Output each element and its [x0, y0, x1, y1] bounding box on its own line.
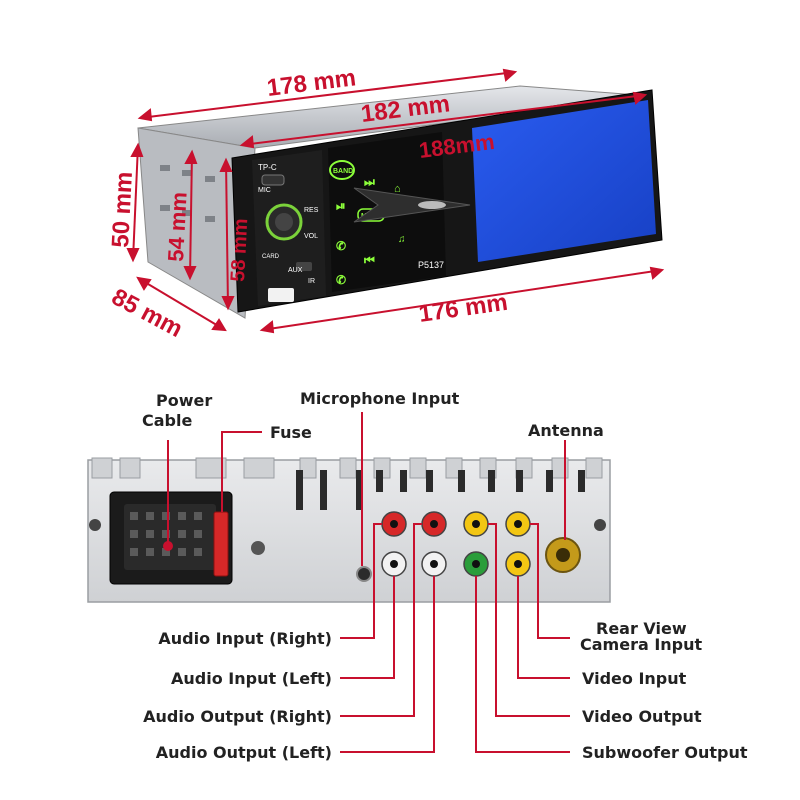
model-label: P5137 — [418, 260, 444, 270]
label-vol: VOL — [304, 233, 318, 240]
label-fuse: Fuse — [270, 423, 312, 442]
dimension-lines — [126, 68, 665, 334]
screen — [472, 100, 656, 262]
knob-center — [275, 213, 293, 231]
label-card: CARD — [262, 254, 280, 260]
screw-hole-left — [89, 519, 101, 531]
band-label: BAND — [333, 168, 353, 175]
rca-pin — [514, 560, 522, 568]
label-video-output: Video Output — [582, 707, 702, 726]
dim-body-width: 178 mm — [265, 64, 357, 102]
aux-jack[interactable] — [296, 262, 312, 271]
label-audio-output-right: Audio Output (Right) — [143, 707, 332, 726]
power-connector-pins — [130, 512, 202, 556]
dim-body-height: 50 mm — [107, 171, 138, 248]
dim-panel-height: 54 mm — [163, 191, 192, 262]
home-icon[interactable]: ⌂ — [394, 183, 401, 195]
phone-icon[interactable]: ✆ — [336, 239, 346, 253]
microphone-jack[interactable] — [356, 566, 372, 582]
rca-pin — [472, 560, 480, 568]
label-rear-view: Rear View — [596, 619, 687, 638]
rca-jacks — [381, 511, 531, 577]
label-cable: Cable — [142, 411, 192, 430]
rca-pin — [390, 520, 398, 528]
label-audio-input-right: Audio Input (Right) — [158, 629, 332, 648]
rca-pin — [390, 560, 398, 568]
rca-pin — [472, 520, 480, 528]
label-antenna: Antenna — [528, 421, 604, 440]
chassis-side-holes — [160, 165, 215, 222]
label-res: RES — [304, 207, 319, 214]
dim-depth: 85 mm — [107, 283, 187, 343]
label-power: Power — [156, 391, 212, 410]
rca-pin — [430, 560, 438, 568]
antenna-pin — [556, 548, 570, 562]
label-camera-input: Camera Input — [580, 635, 703, 654]
next-icon[interactable]: ⏭ — [364, 175, 375, 189]
label-subwoofer-output: Subwoofer Output — [582, 743, 748, 762]
back-panel — [87, 457, 611, 603]
label-mic: MIC — [258, 187, 271, 194]
dim-front-width: 176 mm — [417, 289, 509, 328]
rca-pin — [514, 520, 522, 528]
dim-screen-height: 58 mm — [227, 218, 252, 282]
usb-port[interactable] — [268, 288, 294, 302]
call-icon[interactable]: ✆ — [336, 273, 346, 287]
radio-unit-3d: TP-C MIC RES VOL CARD AUX IR BAND ⏭ ⏯ MO… — [137, 85, 663, 319]
label-ir: IR — [308, 278, 315, 285]
leader-lines — [163, 412, 570, 753]
top-tabs — [91, 457, 603, 479]
label-microphone-input: Microphone Input — [300, 389, 460, 408]
screw-hole-right — [594, 519, 606, 531]
jet-cockpit — [418, 201, 446, 209]
rca-pin — [430, 520, 438, 528]
jet-graphic — [353, 187, 471, 223]
rear-hole — [251, 541, 265, 555]
label-audio-output-left: Audio Output (Left) — [156, 743, 332, 762]
fuse[interactable] — [213, 511, 229, 577]
play-pause-icon[interactable]: ⏯ — [336, 199, 346, 213]
prev-icon[interactable]: ⏮ — [364, 253, 375, 267]
vent-slots — [296, 470, 585, 510]
band-button[interactable] — [329, 160, 355, 180]
label-type-c: TP-C — [258, 163, 277, 172]
label-video-input: Video Input — [582, 669, 687, 688]
type-c-port[interactable] — [261, 174, 285, 186]
music-icon[interactable]: ♫ — [398, 234, 406, 245]
label-aux: AUX — [288, 267, 303, 274]
label-audio-input-left: Audio Input (Left) — [171, 669, 332, 688]
